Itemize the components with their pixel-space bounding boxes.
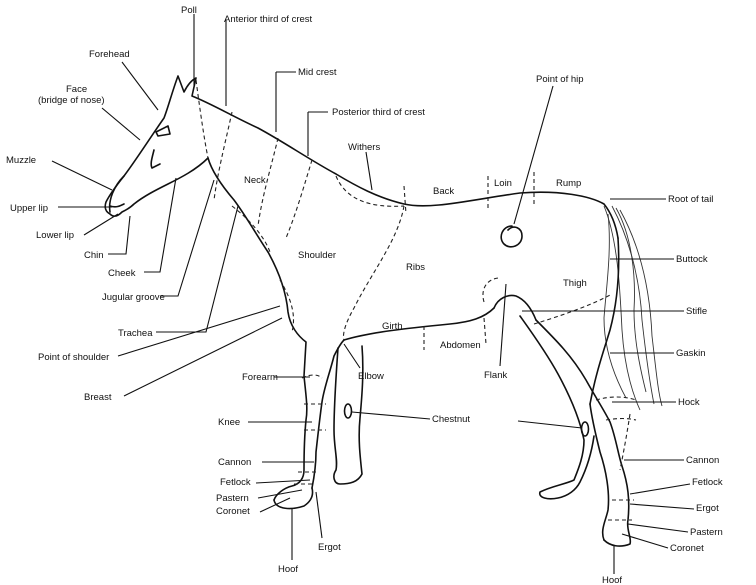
hindleg-far (520, 316, 594, 499)
region-boundaries (196, 80, 636, 520)
label-anterior-crest: Anterior third of crest (224, 14, 313, 25)
boundary-poll-throat (196, 80, 208, 158)
mouth-line (110, 204, 124, 207)
hindleg-near-front (590, 404, 609, 540)
label-chin: Chin (84, 250, 104, 261)
leader-fetlock-fore (256, 480, 310, 483)
boundary-shoulder-back (343, 206, 404, 340)
label-hock: Hock (678, 397, 700, 408)
leader-chestnut-hind (518, 421, 582, 428)
label-buttock: Buttock (676, 254, 708, 265)
label-girth: Girth (382, 321, 403, 332)
face-profile (105, 158, 208, 216)
label-ergot-hind: Ergot (696, 503, 719, 514)
leader-withers (366, 152, 372, 190)
leader-chestnut-fore (352, 412, 430, 419)
label-rump: Rump (556, 178, 581, 189)
label-forearm: Forearm (242, 372, 278, 383)
label-abdomen: Abdomen (440, 340, 481, 351)
boundary-abdomen (484, 318, 486, 344)
label-chestnut: Chestnut (432, 414, 470, 425)
leader-forehead (122, 62, 158, 110)
label-hoof-fore: Hoof (278, 564, 298, 575)
label-coronet-hind: Coronet (670, 543, 704, 554)
boundary-flank (483, 278, 500, 302)
label-ribs: Ribs (406, 262, 425, 273)
label-upper-lip: Upper lip (10, 203, 48, 214)
stifle-curve (494, 296, 536, 321)
leader-elbow (344, 344, 360, 368)
label-fetlock-fore: Fetlock (220, 477, 251, 488)
label-mid-crest: Mid crest (298, 67, 337, 78)
label-thigh: Thigh (563, 278, 587, 289)
label-lower-lip: Lower lip (36, 230, 74, 241)
leader-ergot-fore (316, 492, 322, 538)
label-elbow: Elbow (358, 371, 384, 382)
label-neck: Neck (244, 175, 266, 186)
label-ergot-fore: Ergot (318, 542, 341, 553)
chestnut-hind-mark (582, 422, 589, 436)
boundary-neck-3 (286, 160, 312, 238)
leader-cheek (144, 178, 176, 272)
label-hoof-hind: Hoof (602, 575, 622, 585)
nostril-mark (151, 150, 160, 168)
chestnut-fore-mark (345, 404, 352, 418)
label-loin: Loin (494, 178, 512, 189)
label-muzzle: Muzzle (6, 155, 36, 166)
label-cannon-hind: Cannon (686, 455, 719, 466)
label-face-line2: (bridge of nose) (38, 95, 105, 106)
label-coronet-fore: Coronet (216, 506, 250, 517)
label-jugular-groove: Jugular groove (102, 292, 165, 303)
leader-lower-lip (84, 214, 118, 235)
leader-coronet-fore (260, 498, 290, 512)
boundary-thigh (534, 294, 612, 324)
label-pastern-fore: Pastern (216, 493, 249, 504)
topline (110, 76, 618, 238)
label-posterior-crest: Posterior third of crest (332, 107, 425, 118)
label-poll: Poll (181, 5, 197, 16)
boundary-hock (606, 419, 636, 421)
leader-muzzle (52, 161, 112, 190)
label-flank: Flank (484, 370, 507, 381)
label-cheek: Cheek (108, 268, 136, 279)
foreleg-near-back (312, 340, 344, 488)
leader-chin (108, 216, 130, 254)
label-gaskin: Gaskin (676, 348, 706, 359)
leader-ergot-hind (630, 504, 694, 509)
leader-pastern-hind (628, 524, 688, 532)
leader-flank (500, 284, 506, 366)
label-breast: Breast (84, 392, 112, 403)
jaw-line (208, 158, 268, 252)
label-point-of-hip: Point of hip (536, 74, 584, 85)
label-root-of-tail: Root of tail (668, 194, 713, 205)
label-point-of-shoulder: Point of shoulder (38, 352, 109, 363)
labels: Poll Anterior third of crest Forehead Mi… (6, 5, 723, 585)
label-stifle: Stifle (686, 306, 707, 317)
leader-coronet-hind (622, 534, 668, 548)
label-shoulder: Shoulder (298, 250, 336, 261)
label-forehead: Forehead (89, 49, 130, 60)
label-cannon-fore: Cannon (218, 457, 251, 468)
belly-line (344, 308, 494, 340)
leader-face (102, 108, 140, 140)
label-back: Back (433, 186, 454, 197)
label-withers: Withers (348, 142, 380, 153)
label-pastern-hind: Pastern (690, 527, 723, 538)
label-face-line1: Face (66, 84, 87, 95)
boundary-gaskin (596, 397, 636, 400)
boundary-withers-back (404, 186, 406, 214)
leader-jugular-groove (160, 180, 214, 296)
label-knee: Knee (218, 417, 240, 428)
leader-fetlock-hind (630, 484, 690, 494)
label-fetlock-hind: Fetlock (692, 477, 723, 488)
label-trachea: Trachea (118, 328, 153, 339)
point-of-hip-mark (501, 226, 522, 247)
